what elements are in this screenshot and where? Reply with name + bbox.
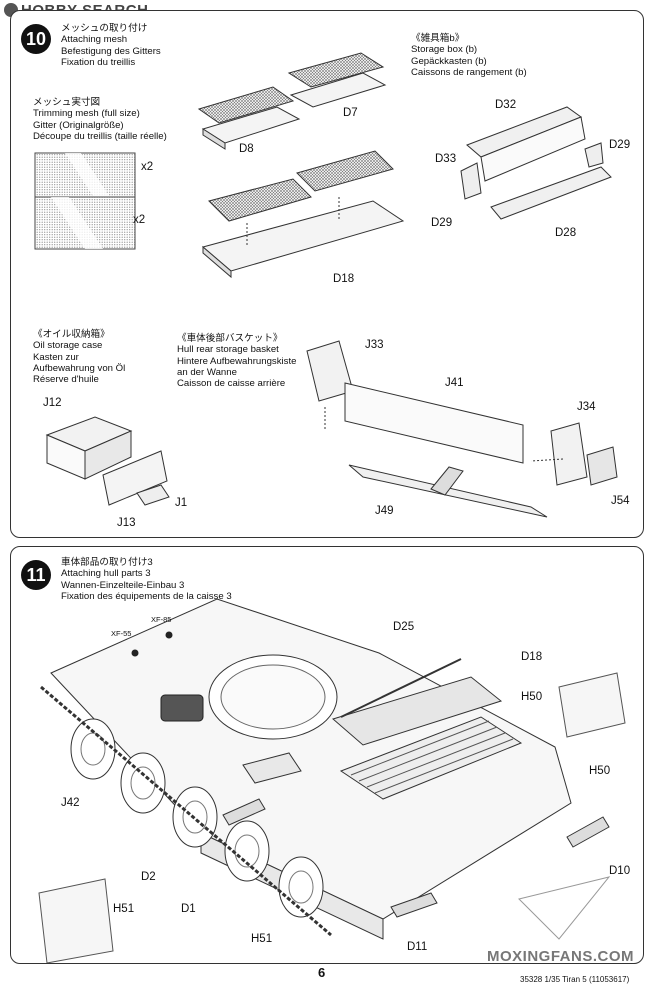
- part-label-d29-right: D29: [609, 139, 631, 151]
- title-de: Wannen-Einzelteile-Einbau 3: [61, 579, 185, 591]
- part-label-d18: D18: [333, 273, 355, 285]
- trimming-mesh-caption: メッシュ実寸図 Trimming mesh (full size) Gitter…: [33, 97, 167, 142]
- title-ja: メッシュの取り付け: [61, 23, 148, 34]
- part-label-j49: J49: [375, 505, 394, 517]
- oil-de-1: Kasten zur: [33, 351, 79, 363]
- step-10-illustration: [34, 52, 618, 518]
- paint-label-xf85: XF-85: [151, 615, 172, 624]
- title-fr: Fixation du treillis: [61, 56, 136, 68]
- storage-box-caption: 《雑具箱b》 Storage box (b) Gepäckkasten (b) …: [411, 33, 527, 78]
- part-label-d18: D18: [521, 651, 543, 663]
- page-number: 6: [318, 965, 326, 980]
- step-11-panel: 11 車体部品の取り付け3 Attaching hull parts 3 Wan…: [10, 546, 644, 964]
- part-label-j41: J41: [445, 377, 464, 389]
- oil-case-caption: 《オイル収納箱》 Oil storage case Kasten zur Auf…: [33, 329, 125, 385]
- part-label-d29-left: D29: [431, 217, 453, 229]
- part-label-d33: D33: [435, 153, 457, 165]
- part-label-d1: D1: [181, 903, 196, 915]
- paint-label-xf55: XF-55: [111, 629, 132, 638]
- oil-en: Oil storage case: [33, 340, 103, 352]
- step-number: 11: [21, 560, 51, 590]
- part-label-j1: J1: [175, 497, 188, 509]
- trim-de: Gitter (Originalgröße): [33, 119, 124, 131]
- step-title: メッシュの取り付け Attaching mesh Befestigung des…: [61, 23, 161, 68]
- title-de: Befestigung des Gitters: [61, 45, 161, 57]
- mesh-count-1: x2: [141, 161, 154, 173]
- trim-en: Trimming mesh (full size): [33, 108, 140, 120]
- part-label-h51-bottom: H51: [251, 933, 273, 945]
- part-label-j34: J34: [577, 401, 596, 413]
- oil-fr: Réserve d'huile: [33, 374, 99, 386]
- part-label-d32: D32: [495, 99, 517, 111]
- part-label-j13: J13: [117, 517, 136, 529]
- storage-box-en: Storage box (b): [411, 44, 478, 56]
- basket-caption: 《車体後部バスケット》 Hull rear storage basket Hin…: [177, 333, 296, 389]
- part-label-j42: J42: [61, 797, 80, 809]
- basket-en: Hull rear storage basket: [177, 344, 279, 356]
- part-label-j54: J54: [611, 495, 630, 507]
- basket-de-2: an der Wanne: [177, 366, 237, 378]
- step-11-illustration: [38, 598, 626, 963]
- oil-de-2: Aufbewahrung von Öl: [33, 362, 126, 374]
- storage-box-fr: Caissons de rangement (b): [411, 66, 527, 78]
- mesh-count-2: x2: [133, 214, 146, 226]
- part-label-j33: J33: [365, 339, 384, 351]
- watermark-bottom: MOXINGFANS.COM: [487, 948, 635, 965]
- part-label-d11: D11: [407, 941, 428, 953]
- oil-ja: 《オイル収納箱》: [33, 329, 110, 340]
- step-10-panel: 10 メッシュの取り付け Attaching mesh Befestigung …: [10, 10, 644, 538]
- part-label-h50-right: H50: [589, 765, 611, 777]
- part-label-d8: D8: [239, 143, 254, 155]
- title-en: Attaching mesh: [61, 34, 128, 46]
- basket-de-1: Hintere Aufbewahrungskiste: [177, 355, 297, 367]
- step-title: 車体部品の取り付け3 Attaching hull parts 3 Wannen…: [61, 557, 232, 602]
- trim-ja: メッシュ実寸図: [33, 97, 101, 108]
- product-code: 35328 1/35 Tiran 5 (11053617): [520, 975, 630, 984]
- part-label-d2: D2: [141, 871, 156, 883]
- part-label-d7: D7: [343, 107, 358, 119]
- title-ja: 車体部品の取り付け3: [61, 557, 153, 568]
- storage-box-de: Gepäckkasten (b): [411, 55, 487, 67]
- trim-fr: Découpe du treillis (taille réelle): [33, 130, 167, 142]
- step-number: 10: [21, 24, 51, 54]
- title-fr: Fixation des équipements de la caisse 3: [61, 590, 232, 602]
- title-en: Attaching hull parts 3: [61, 568, 151, 580]
- part-label-h50-top: H50: [521, 691, 543, 703]
- part-label-d10: D10: [609, 865, 631, 877]
- part-label-j12: J12: [43, 397, 62, 409]
- basket-ja: 《車体後部バスケット》: [177, 333, 283, 344]
- part-label-h51-left: H51: [113, 903, 135, 915]
- basket-fr: Caisson de caisse arrière: [177, 378, 286, 390]
- storage-box-ja: 《雑具箱b》: [411, 33, 465, 44]
- part-label-d25: D25: [393, 621, 415, 633]
- part-label-d28: D28: [555, 227, 577, 239]
